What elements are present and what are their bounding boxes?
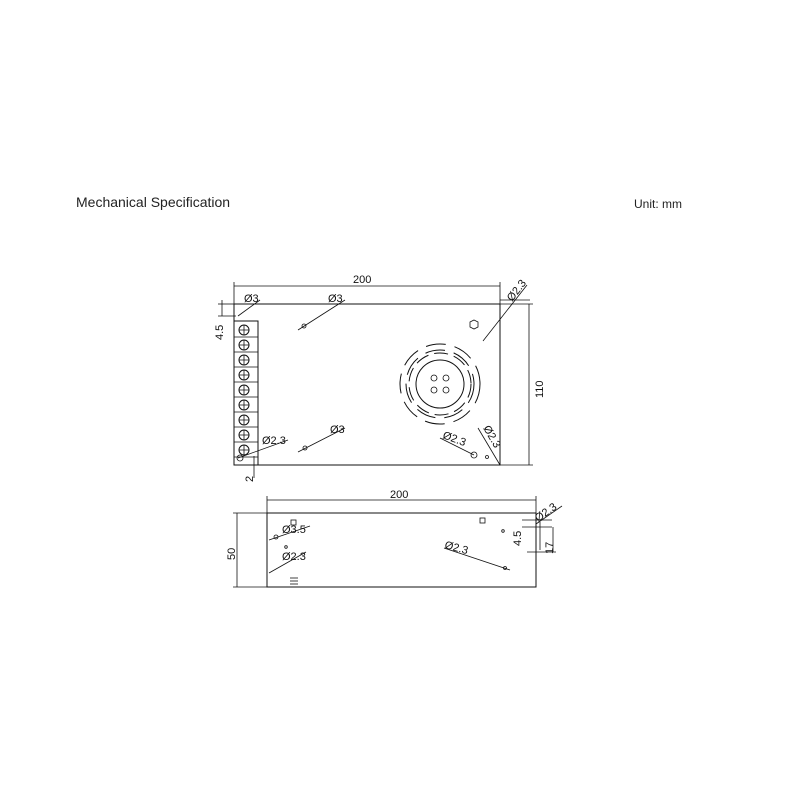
side-view: 200 50 4.5 17 Ø2.3 Ø3.5 Ø2.3 Ø2.3 (226, 489, 563, 588)
hole-label: Ø2.3 (282, 551, 306, 563)
hole-label: Ø2.3 (480, 424, 502, 451)
fan-grille (399, 343, 481, 425)
hole-label: Ø3 (244, 293, 259, 305)
hole-label: Ø3 (328, 293, 343, 305)
notch-height-label: 17 (544, 542, 556, 554)
top-view: 200 110 4.5 2 Ø3 Ø3 Ø2.3 Ø2.3 (214, 274, 546, 482)
side-height-label: 50 (226, 548, 238, 560)
bottom-offset-label: 2 (244, 476, 256, 482)
top-height-label: 110 (534, 380, 546, 398)
side-width-label: 200 (390, 489, 408, 501)
hole-label: Ø2.3 (443, 539, 469, 557)
terminal-block (233, 320, 259, 466)
notch-offset-label: 4.5 (512, 531, 524, 546)
edge-offset-label: 4.5 (214, 325, 226, 340)
ground-screw (236, 454, 244, 462)
unit-label: Unit: mm (634, 197, 682, 211)
hex-screw (469, 319, 479, 330)
hole-label: Ø3.5 (282, 524, 306, 536)
hole-label: Ø3 (330, 424, 345, 436)
top-width-label: 200 (353, 274, 371, 286)
hole-label: Ø2.3 (441, 430, 468, 449)
hole-label: Ø2.3 (533, 501, 559, 525)
page-title: Mechanical Specification (76, 194, 231, 210)
side-outline (266, 512, 537, 588)
hole-label: Ø2.3 (262, 435, 286, 447)
